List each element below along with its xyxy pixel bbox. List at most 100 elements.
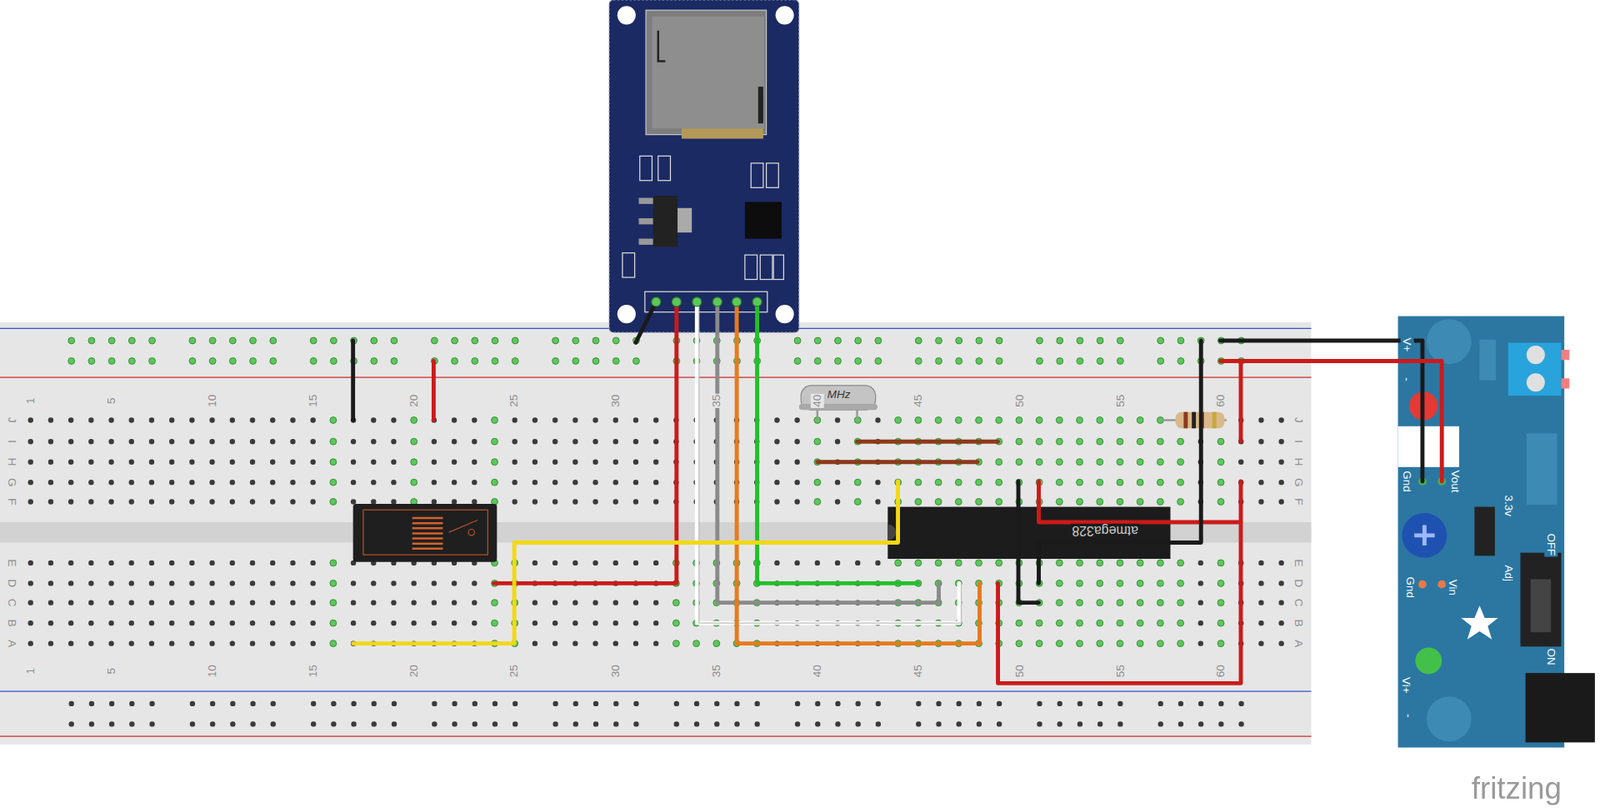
breadboard-hole — [330, 701, 336, 707]
breadboard-hole — [491, 600, 499, 607]
breadboard-hole — [1258, 580, 1264, 586]
breadboard-hole — [430, 337, 438, 345]
breadboard-hole — [1077, 721, 1083, 727]
breadboard-hole — [1178, 701, 1184, 707]
breadboard-hole — [129, 620, 135, 626]
breadboard-hole — [1116, 499, 1124, 506]
breadboard-hole — [1076, 620, 1084, 627]
breadboard-hole — [250, 600, 255, 605]
breadboard-hole — [330, 479, 337, 486]
breadboard-hole — [169, 600, 175, 605]
breadboard-hole — [471, 499, 477, 505]
column-number: 1 — [24, 396, 38, 405]
breadboard-hole — [390, 439, 396, 445]
breadboard-hole — [572, 620, 578, 626]
breadboard-hole — [108, 620, 114, 626]
breadboard-hole — [410, 459, 418, 466]
row-letter: B — [1292, 618, 1306, 628]
breadboard-hole — [310, 701, 316, 707]
breadboard-hole — [129, 640, 135, 646]
breadboard-hole — [290, 600, 295, 605]
breadboard-hole — [189, 358, 196, 365]
breadboard-hole — [956, 721, 962, 727]
breadboard-hole — [209, 499, 215, 505]
row-letter: C — [1292, 598, 1306, 609]
breadboard-hole — [794, 417, 800, 423]
breadboard-hole — [370, 337, 378, 345]
column-number: 5 — [105, 396, 119, 405]
breadboard-hole — [129, 560, 135, 566]
breadboard-hole — [108, 580, 114, 586]
breadboard-hole — [270, 701, 276, 707]
breadboard-hole — [552, 358, 560, 365]
breadboard-hole — [230, 701, 235, 707]
breadboard-hole — [350, 480, 356, 485]
breadboard-hole — [1177, 600, 1185, 607]
breadboard-hole — [633, 640, 639, 646]
breadboard-hole — [451, 417, 457, 423]
breadboard-hole — [290, 480, 295, 485]
breadboard-hole — [996, 701, 1002, 707]
breadboard-hole — [1156, 640, 1164, 648]
breadboard-hole — [774, 499, 780, 505]
breadboard-hole — [189, 417, 195, 423]
breadboard-hole — [573, 701, 579, 707]
breadboard-hole — [532, 640, 538, 646]
breadboard-hole — [129, 439, 135, 445]
breadboard-hole — [431, 439, 437, 445]
pin-label: Gnd — [1400, 470, 1415, 494]
breadboard-hole — [1238, 460, 1244, 465]
breadboard-hole — [370, 417, 376, 423]
breadboard-hole — [835, 560, 840, 566]
breadboard-hole — [995, 358, 1003, 365]
breadboard-hole — [694, 701, 700, 707]
breadboard-hole — [1036, 721, 1042, 727]
breadboard-hole — [290, 580, 295, 586]
breadboard-hole — [1035, 640, 1043, 648]
column-number: 60 — [1214, 664, 1228, 679]
breadboard-hole — [1278, 620, 1284, 626]
breadboard-hole — [1177, 499, 1185, 506]
breadboard-hole — [653, 620, 659, 626]
breadboard-hole — [1096, 459, 1104, 466]
breadboard-hole — [491, 337, 499, 345]
breadboard-hole — [512, 480, 518, 485]
breadboard-hole — [491, 358, 499, 365]
row-letter: G — [5, 477, 20, 489]
breadboard-hole — [613, 721, 619, 727]
breadboard-hole — [250, 499, 255, 505]
breadboard-hole — [250, 640, 255, 646]
breadboard-hole — [330, 600, 337, 607]
breadboard-hole — [835, 499, 840, 505]
breadboard-hole — [451, 499, 457, 505]
breadboard-hole — [814, 479, 821, 486]
row-letter: A — [1292, 639, 1306, 649]
breadboard-hole — [1096, 358, 1104, 365]
breadboard-hole — [1096, 417, 1104, 425]
breadboard-hole — [149, 499, 155, 505]
breadboard-hole — [593, 721, 599, 727]
pin-label: V+ — [1400, 336, 1415, 353]
breadboard-hole — [290, 460, 295, 465]
breadboard-hole — [552, 499, 558, 505]
breadboard-hole — [1097, 721, 1103, 727]
breadboard-hole — [1278, 480, 1284, 485]
breadboard-hole — [471, 439, 477, 445]
breadboard-hole — [552, 701, 558, 707]
breadboard-hole — [129, 721, 135, 727]
breadboard-hole — [592, 439, 598, 445]
breadboard-hole — [250, 480, 255, 485]
breadboard-hole — [1036, 701, 1042, 707]
breadboard-hole — [1096, 337, 1104, 345]
breadboard-hole — [712, 297, 722, 307]
breadboard-hole — [149, 580, 155, 586]
column-number: 60 — [1214, 394, 1228, 409]
breadboard-hole — [48, 560, 54, 566]
breadboard-hole — [915, 417, 922, 425]
breadboard-hole — [310, 480, 315, 485]
breadboard-hole — [68, 580, 74, 586]
breadboard-hole — [694, 721, 700, 727]
breadboard-hole — [431, 721, 437, 727]
pin-label: Adj — [1501, 564, 1515, 583]
breadboard-hole — [714, 721, 720, 727]
